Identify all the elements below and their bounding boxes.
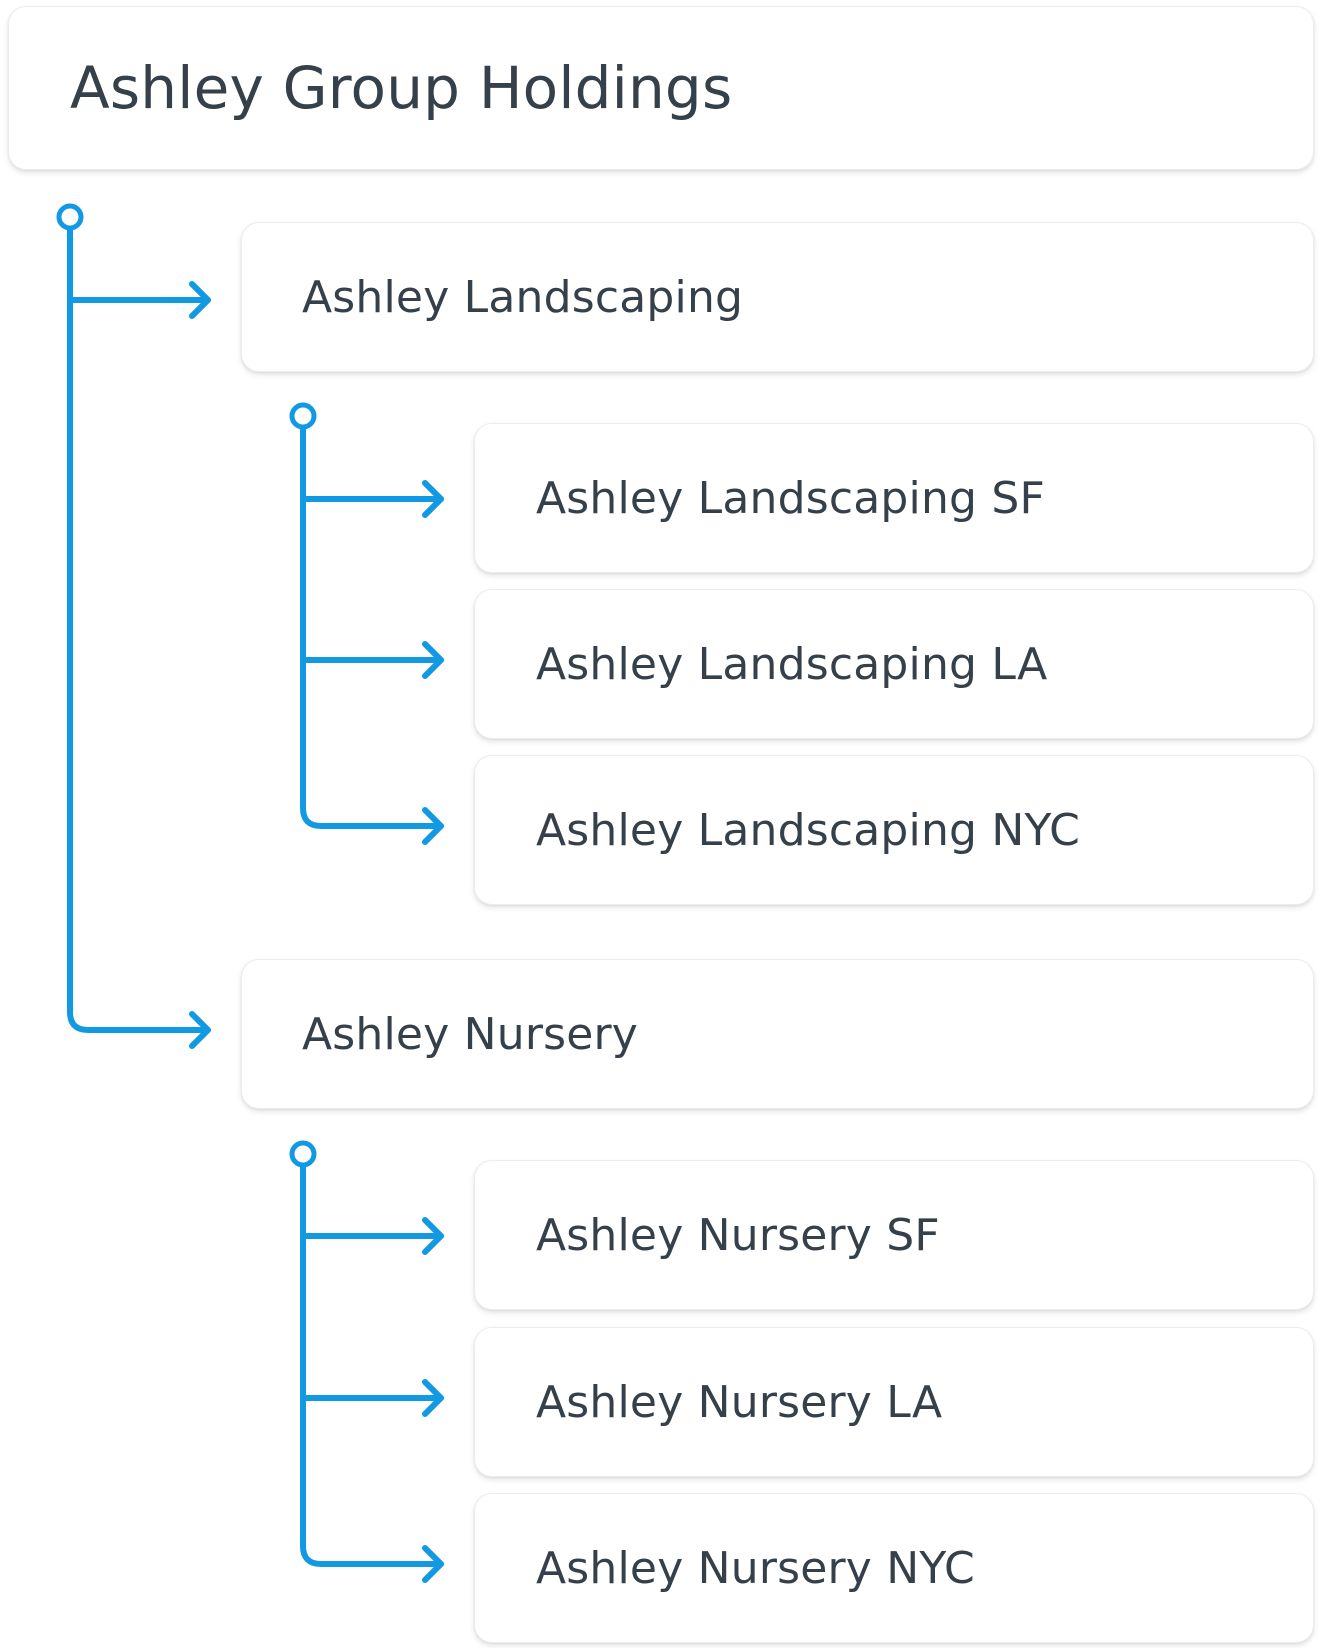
root-trunk-line bbox=[67, 220, 211, 1033]
arrowhead-icon bbox=[189, 1011, 211, 1049]
subsidiary-card-label: Ashley Nursery SF bbox=[536, 1209, 940, 1261]
root-node-ring-icon bbox=[56, 203, 84, 231]
arrowhead-icon bbox=[422, 1379, 444, 1417]
subsidiary-card-nursery-la[interactable]: Ashley Nursery LA bbox=[474, 1327, 1314, 1477]
root-connector bbox=[56, 203, 211, 1049]
subsidiary-card-label: Ashley Nursery NYC bbox=[536, 1542, 975, 1594]
root-company-card[interactable]: Ashley Group Holdings bbox=[8, 6, 1314, 170]
subsidiary-card-label: Ashley Landscaping SF bbox=[536, 472, 1045, 524]
landscaping-trunk-line bbox=[300, 418, 444, 829]
landscaping-node-ring-icon bbox=[289, 402, 317, 430]
subsidiary-card-landscaping-la[interactable]: Ashley Landscaping LA bbox=[474, 589, 1314, 739]
group-card-landscaping[interactable]: Ashley Landscaping bbox=[241, 222, 1314, 372]
subsidiary-card-landscaping-nyc[interactable]: Ashley Landscaping NYC bbox=[474, 755, 1314, 905]
arrowhead-icon bbox=[422, 807, 444, 845]
subsidiary-card-nursery-nyc[interactable]: Ashley Nursery NYC bbox=[474, 1493, 1314, 1643]
arrowhead-icon bbox=[422, 480, 444, 518]
nursery-connector bbox=[289, 1140, 444, 1583]
landscaping-connector bbox=[289, 402, 444, 845]
root-company-title: Ashley Group Holdings bbox=[70, 54, 733, 122]
arrowhead-icon bbox=[422, 1217, 444, 1255]
arrowhead-icon bbox=[422, 1545, 444, 1583]
arrowhead-icon bbox=[422, 641, 444, 679]
group-card-label: Ashley Nursery bbox=[302, 1008, 639, 1060]
nursery-trunk-line bbox=[300, 1156, 444, 1567]
subsidiary-card-landscaping-sf[interactable]: Ashley Landscaping SF bbox=[474, 423, 1314, 573]
group-card-label: Ashley Landscaping bbox=[302, 271, 744, 323]
subsidiary-card-label: Ashley Nursery LA bbox=[536, 1376, 943, 1428]
arrowhead-icon bbox=[189, 281, 211, 319]
subsidiary-card-label: Ashley Landscaping NYC bbox=[536, 804, 1081, 856]
nursery-node-ring-icon bbox=[289, 1140, 317, 1168]
group-card-nursery[interactable]: Ashley Nursery bbox=[241, 959, 1314, 1109]
subsidiary-card-nursery-sf[interactable]: Ashley Nursery SF bbox=[474, 1160, 1314, 1310]
subsidiary-card-label: Ashley Landscaping LA bbox=[536, 638, 1048, 690]
